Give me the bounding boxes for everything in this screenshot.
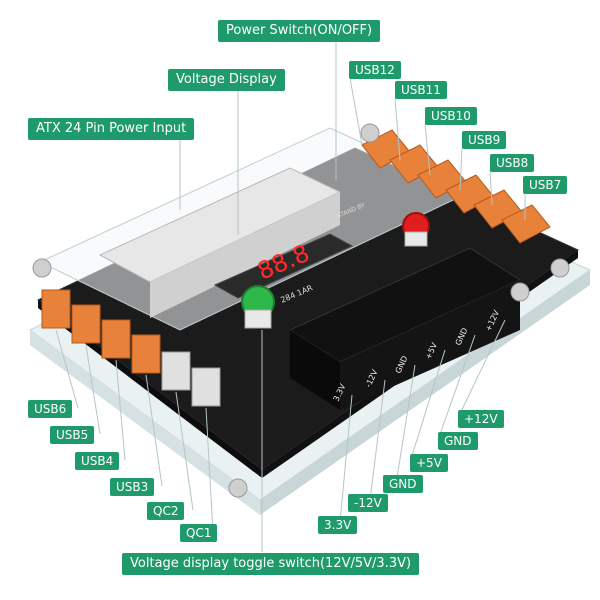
usb3-port (131, 334, 161, 374)
acrylic-base-edge (30, 330, 260, 515)
qc2-port (161, 351, 191, 391)
standoff-front-left (32, 258, 52, 278)
power-switch-callout: Power Switch(ON/OFF) (218, 20, 381, 42)
atx-input-callout: ATX 24 Pin Power Input (28, 118, 195, 140)
usb12-label: USB12 (349, 61, 401, 79)
standoff-back (360, 123, 380, 143)
usb-right-ports (361, 129, 551, 244)
voltage-display-callout: Voltage Display (168, 69, 285, 91)
pcb-board-edge (38, 300, 262, 478)
output-12v-label: +12V (458, 410, 504, 428)
standoff-front (228, 478, 248, 498)
standoffs (32, 123, 570, 498)
qc1-label: QC1 (180, 524, 218, 542)
atx-connector-side (150, 192, 340, 318)
output-3v3-label: 3.3V (318, 516, 358, 534)
usb7-label: USB7 (523, 176, 568, 194)
power-switch-base (404, 231, 428, 247)
usb10-label: USB10 (425, 107, 477, 125)
terminal-block-front (290, 330, 340, 410)
usb6-port (41, 289, 71, 329)
usb5-label: USB5 (50, 426, 95, 444)
qc2-label: QC2 (147, 502, 185, 520)
voltage-display-panel (213, 233, 354, 299)
usb3-label: USB3 (110, 478, 155, 496)
display-toggle-switch-base (244, 309, 272, 329)
usb7-port (501, 204, 551, 244)
usb-left-ports (41, 289, 221, 407)
usb11-label: USB11 (395, 81, 447, 99)
usb5-port (71, 304, 101, 344)
toggle-switch-callout: Voltage display toggle switch(12V/5V/3.3… (122, 553, 420, 575)
usb4-label: USB4 (75, 452, 120, 470)
terminal-block-front-right (340, 280, 520, 410)
output-gnd-upper-label: GND (438, 432, 478, 450)
usb9-label: USB9 (462, 131, 507, 149)
output-5v-label: +5V (410, 454, 448, 472)
qc1-port (191, 367, 221, 407)
standoff-right (550, 258, 570, 278)
usb8-label: USB8 (490, 154, 535, 172)
leader-lines (55, 40, 526, 552)
usb6-label: USB6 (28, 400, 73, 418)
output-gnd-lower-label: GND (383, 475, 423, 493)
standoff-mid (510, 282, 530, 302)
usb4-port (101, 319, 131, 359)
output-neg12v-label: -12V (348, 494, 388, 512)
